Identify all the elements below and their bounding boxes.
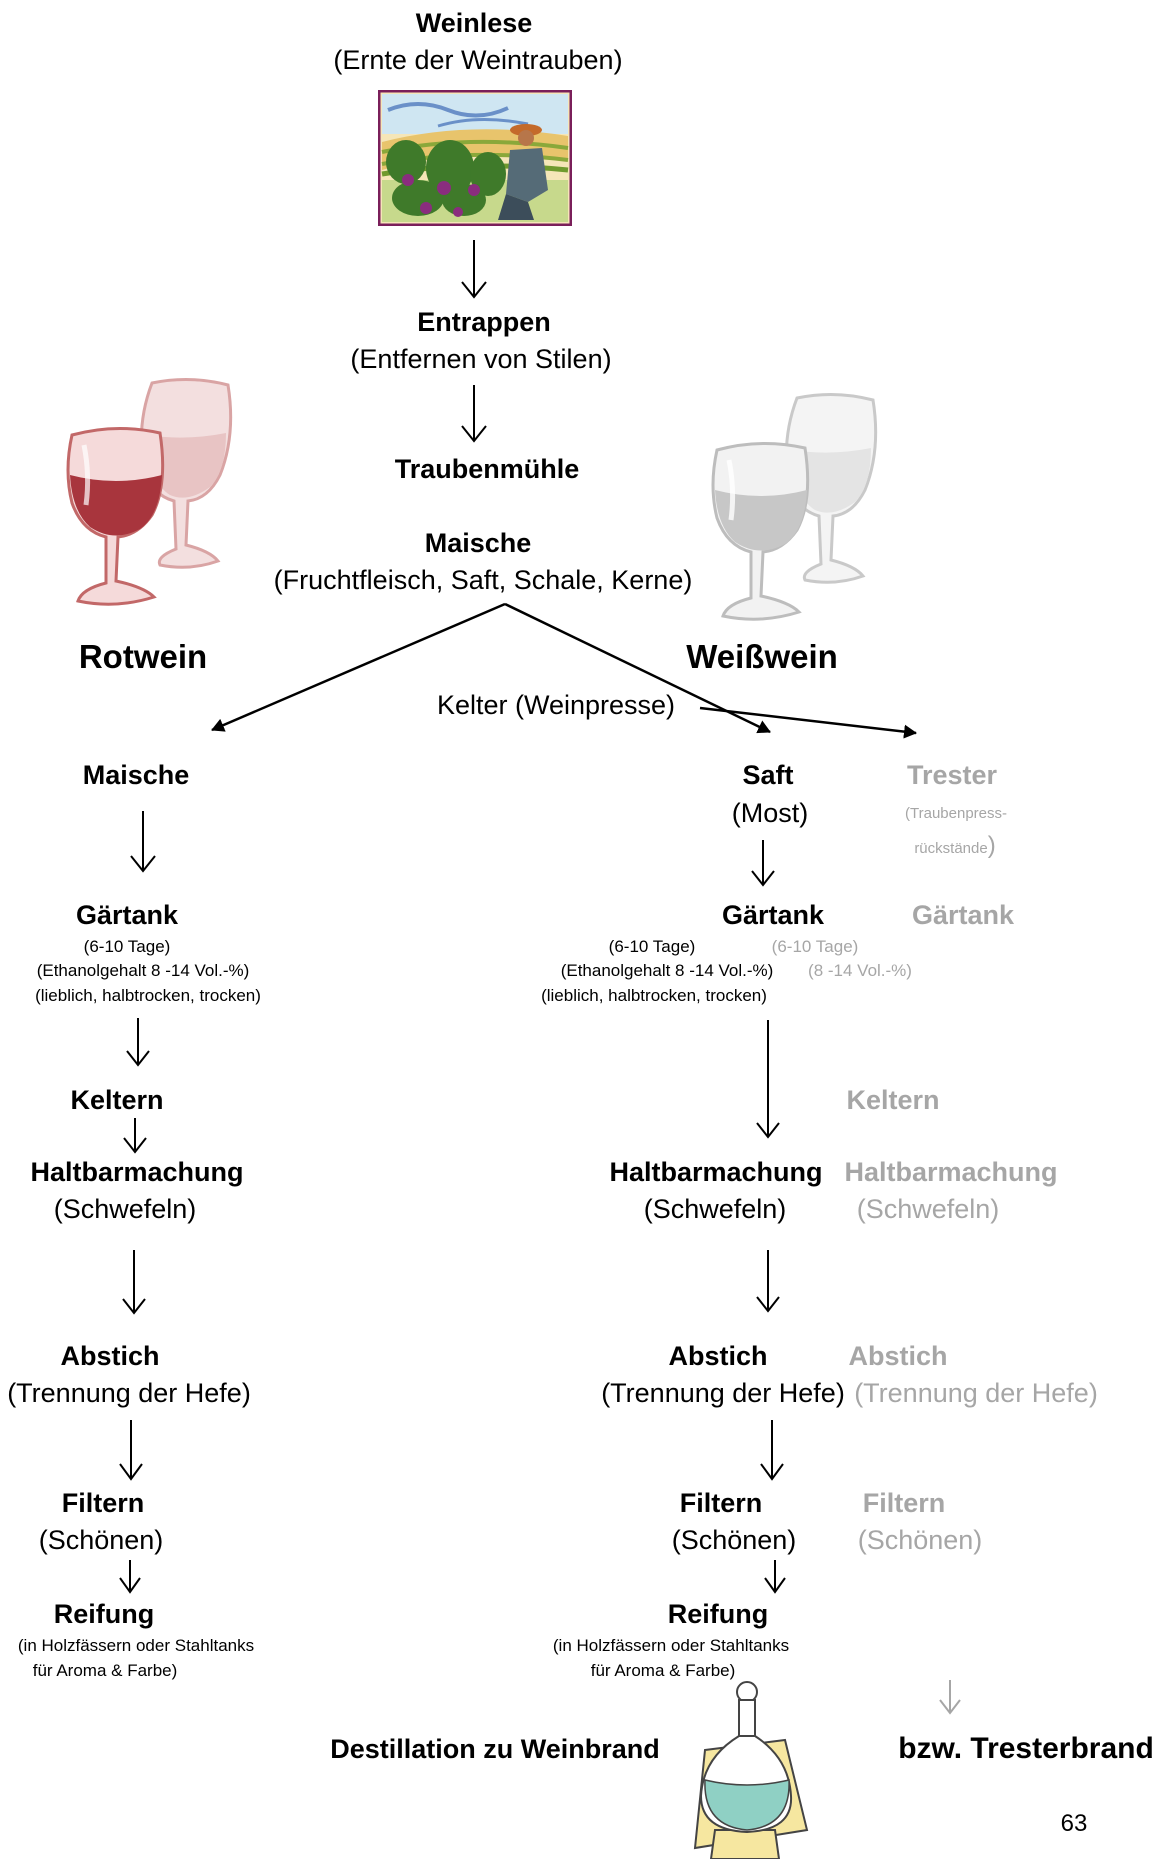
rotwein-gaertank-types: (lieblich, halbtrocken, trocken) [35, 986, 261, 1005]
trester-gaertank: Gärtank [911, 900, 1015, 930]
entrappen-subtitle: (Entfernen von Stilen) [350, 344, 612, 374]
rotwein-reifung: Reifung [53, 1599, 155, 1629]
weisswein-filtern: Filtern [679, 1488, 763, 1518]
trester-schoenen: (Schönen) [857, 1525, 983, 1555]
maische-title: Maische [424, 528, 532, 558]
trester-sub2: rückstände [914, 840, 988, 857]
trester-keltern: Keltern [846, 1085, 940, 1115]
weisswein-abstich-sub: (Trennung der Hefe) [601, 1378, 845, 1408]
rotwein-gaertank: Gärtank [75, 900, 179, 930]
rotwein-filtern: Filtern [61, 1488, 145, 1518]
maische-subtitle: (Fruchtfleisch, Saft, Schale, Kerne) [273, 565, 693, 595]
weisswein-gaertank-ethanol: (Ethanolgehalt 8 -14 Vol.-%) [560, 961, 774, 980]
traubenmuehle-title: Traubenmühle [394, 454, 580, 484]
weisswein-haltbarmachung: Haltbarmachung [609, 1157, 823, 1187]
harvest-clipart-icon [378, 90, 572, 226]
rotwein-abstich: Abstich [60, 1341, 160, 1371]
weinlese-subtitle: (Ernte der Weintrauben) [333, 45, 623, 75]
weisswein-schoenen: (Schönen) [671, 1525, 797, 1555]
kelter-label: Kelter (Weinpresse) [436, 690, 676, 720]
weisswein-abstich: Abstich [668, 1341, 768, 1371]
rotwein-reifung-sub1: (in Holzfässern oder Stahltanks [17, 1636, 255, 1655]
weisswein-reifung: Reifung [667, 1599, 769, 1629]
red-wine-glasses-icon [66, 377, 233, 606]
rotwein-abstich-sub: (Trennung der Hefe) [7, 1378, 251, 1408]
rotwein-gaertank-ethanol: (Ethanolgehalt 8 -14 Vol.-%) [36, 961, 250, 980]
weisswein-title: Weißwein [686, 638, 838, 675]
rotwein-reifung-sub2: für Aroma & Farbe) [32, 1661, 178, 1680]
entrappen-title: Entrappen [417, 307, 551, 337]
trester-sub1: (Traubenpress- [905, 805, 1007, 822]
trester-gaertank-days: (6-10 Tage) [771, 937, 859, 956]
rotwein-schwefeln: (Schwefeln) [53, 1194, 197, 1224]
rotwein-schoenen: (Schönen) [38, 1525, 164, 1555]
trester-abstich: Abstich [848, 1341, 948, 1371]
rotwein-maische: Maische [82, 760, 190, 790]
decanter-icon [693, 1681, 809, 1859]
tresterbrand-label: bzw. Tresterbrand [898, 1732, 1154, 1765]
trester-haltbarmachung: Haltbarmachung [844, 1157, 1058, 1187]
trester-title: Trester [906, 760, 998, 790]
rotwein-title: Rotwein [78, 638, 208, 675]
weisswein-schwefeln: (Schwefeln) [643, 1194, 787, 1224]
weisswein-reifung-sub1: (in Holzfässern oder Stahltanks [552, 1636, 790, 1655]
weisswein-most: (Most) [731, 798, 809, 828]
trester-abstich-sub: (Trennung der Hefe) [854, 1378, 1098, 1408]
white-wine-glasses-icon [711, 392, 878, 621]
rotwein-haltbarmachung: Haltbarmachung [30, 1157, 244, 1187]
weisswein-gaertank-days: (6-10 Tage) [608, 937, 696, 956]
page-number: 63 [1060, 1810, 1088, 1837]
trester-schwefeln: (Schwefeln) [856, 1194, 1000, 1224]
destillation-label: Destillation zu Weinbrand [330, 1734, 660, 1764]
trester-sub2-line: rückstände) [914, 834, 995, 858]
weisswein-gaertank: Gärtank [721, 900, 825, 930]
weisswein-saft: Saft [742, 760, 794, 790]
weisswein-gaertank-types: (lieblich, halbtrocken, trocken) [541, 986, 767, 1005]
weinlese-title: Weinlese [415, 8, 533, 38]
trester-sub2-paren: ) [987, 832, 996, 859]
trester-filtern: Filtern [862, 1488, 946, 1518]
trester-gaertank-vol: (8 -14 Vol.-%) [808, 961, 912, 980]
weisswein-reifung-sub2: für Aroma & Farbe) [590, 1661, 736, 1680]
rotwein-gaertank-days: (6-10 Tage) [83, 937, 171, 956]
rotwein-keltern: Keltern [70, 1085, 164, 1115]
